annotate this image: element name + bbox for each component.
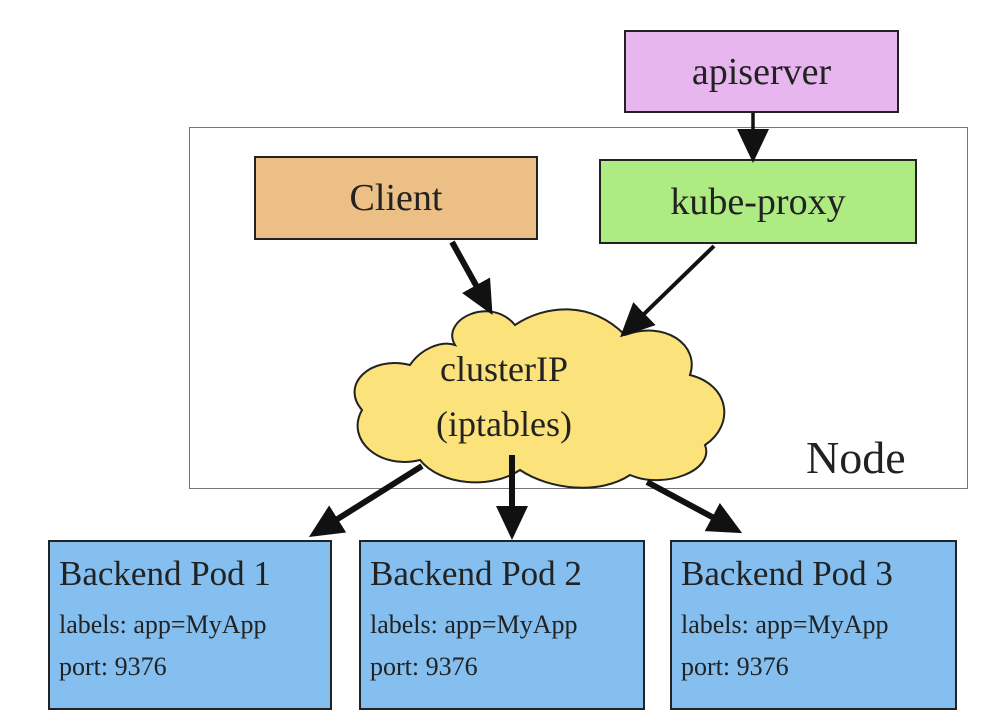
cluster-ip-label: clusterIP [440,349,568,389]
pod-port: port: 9376 [681,652,789,681]
apiserver-label: apiserver [691,50,832,93]
apiserver-box: apiserver [624,30,899,113]
arrow-cluster-ip-to-pod-3 [645,479,743,534]
pod-labels: labels: app=MyApp [681,610,889,639]
pod-title: Backend Pod 1 [59,554,271,593]
kube-proxy-box: kube-proxy [599,159,917,244]
pod-labels: labels: app=MyApp [59,610,267,639]
node-label: Node [806,432,906,483]
backend-pod-2: Backend Pod 2 labels: app=MyApp port: 93… [359,540,645,710]
pod-labels: labels: app=MyApp [370,610,578,639]
kube-proxy-label: kube-proxy [670,180,846,223]
backend-pod-3: Backend Pod 3 labels: app=MyApp port: 93… [670,540,957,710]
pod-port: port: 9376 [59,652,167,681]
backend-pod-1: Backend Pod 1 labels: app=MyApp port: 93… [48,540,332,710]
arrow-client-to-cluster-ip [449,240,493,315]
client-box: Client [254,156,538,240]
arrow-cluster-ip-to-pod-1 [308,463,424,538]
arrow-kube-proxy-to-cluster-ip [620,244,716,338]
pod-title: Backend Pod 2 [370,554,582,593]
iptables-label: (iptables) [436,404,572,444]
pod-title: Backend Pod 3 [681,554,893,593]
pod-port: port: 9376 [370,652,478,681]
cluster-ip-cloud [353,308,726,489]
client-label: Client [349,177,443,219]
